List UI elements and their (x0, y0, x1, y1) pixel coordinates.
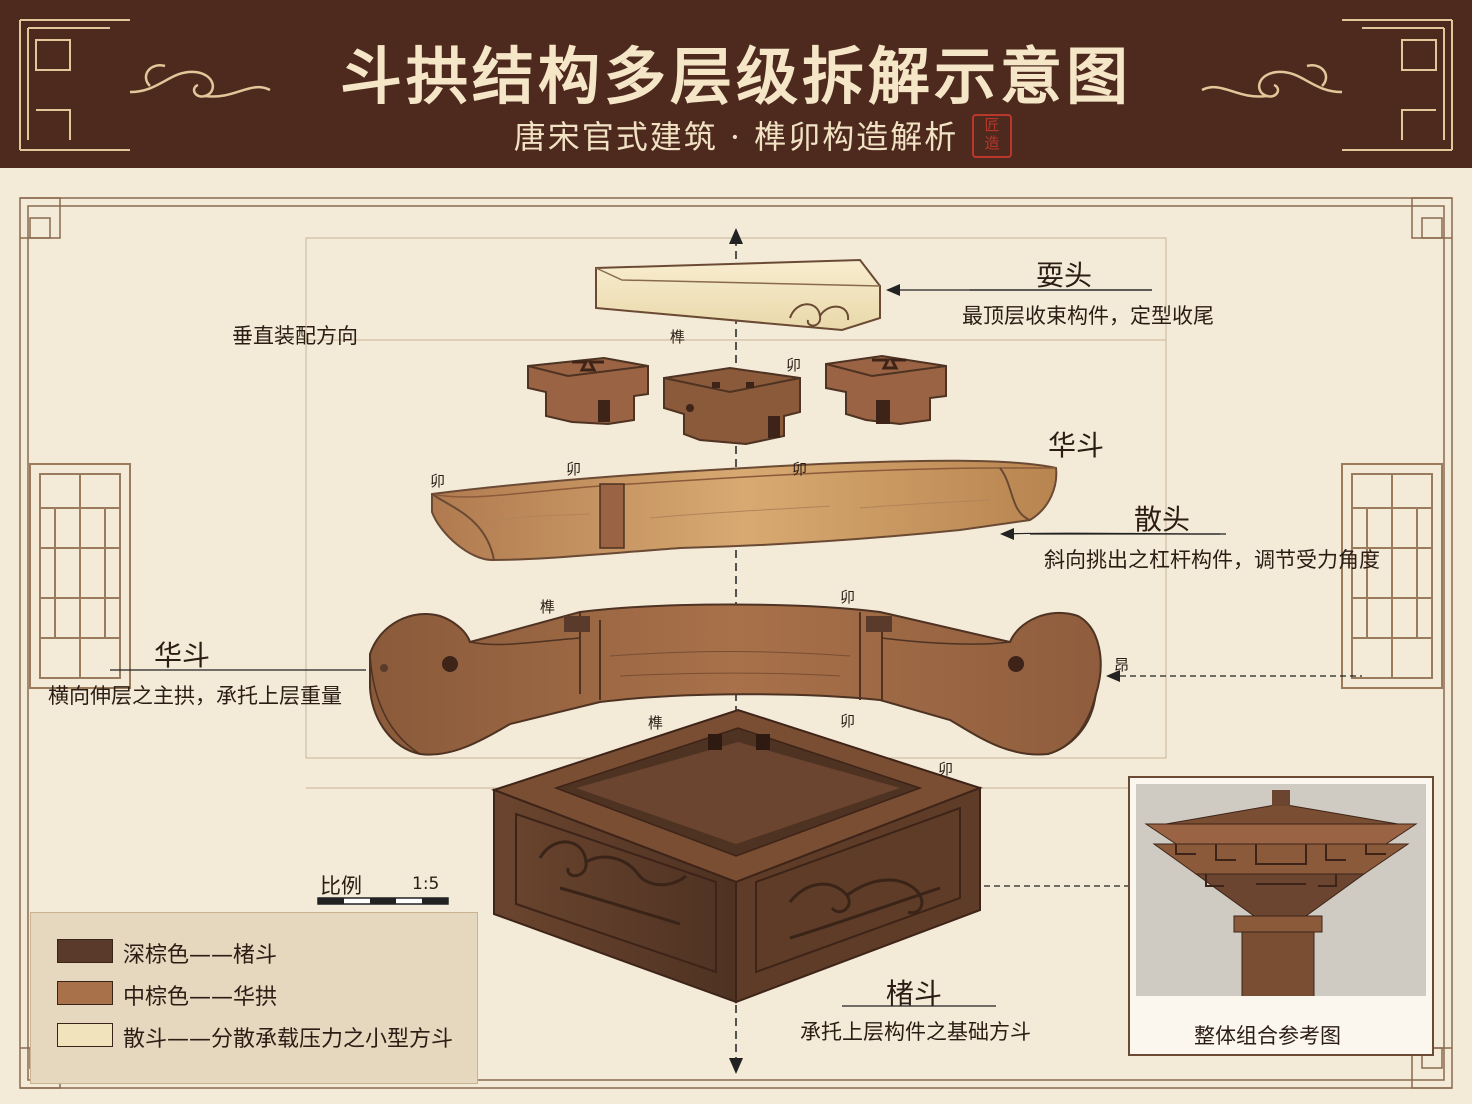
shuatou-piece (595, 258, 881, 332)
lattice-right (1341, 463, 1443, 689)
scale-bar (317, 897, 449, 905)
reference-caption: 整体组合参考图 (1194, 1024, 1341, 1048)
small-dou-blocks (527, 354, 947, 446)
scale-label: 比例 (320, 874, 362, 898)
huadou-left-desc: 横向伸层之主拱，承托上层重量 (48, 684, 342, 708)
sun-mark: 榫 (540, 598, 556, 616)
ang-mark: 昂 (1114, 656, 1130, 674)
page-subtitle: 唐宋官式建筑 · 榫卯构造解析 (513, 118, 959, 156)
santou-title: 散头 (1134, 503, 1191, 536)
cloud-left-icon (129, 64, 271, 98)
sun-mark: 榫 (648, 714, 664, 732)
santou-desc: 斜向挑出之杠杆构件，调节受力角度 (1044, 548, 1380, 572)
huadou-right-title: 华斗 (1048, 429, 1105, 462)
legend-swatch (57, 1023, 113, 1047)
legend-label: 深棕色——楮斗 (123, 943, 278, 968)
zhudou-desc: 承托上层构件之基础方斗 (800, 1020, 1031, 1044)
legend-swatch (57, 981, 113, 1005)
shuatou-desc: 最顶层收束构件，定型收尾 (962, 304, 1214, 328)
mao-mark: 卯 (792, 460, 808, 478)
legend-label: 散斗——分散承载压力之小型方斗 (123, 1027, 454, 1052)
legend-swatch (57, 939, 113, 963)
mao-mark: 卯 (566, 460, 582, 478)
reference-panel: 整体组合参考图 (1128, 776, 1434, 1056)
lattice-left (29, 463, 131, 689)
legend: 深棕色——楮斗 中棕色——华拱 散斗——分散承载压力之小型方斗 (30, 912, 478, 1084)
zhudou-base (491, 708, 983, 1004)
scale-ratio: 1:5 (412, 874, 440, 894)
huadou-arm (369, 603, 1102, 756)
header-ornaments (19, 19, 1453, 151)
mao-mark: 卯 (840, 712, 856, 730)
shuatou-title: 耍头 (1036, 259, 1093, 292)
santou-arm (431, 459, 1058, 562)
mao-mark: 卯 (786, 356, 802, 374)
mao-mark: 卯 (840, 588, 856, 606)
seal-stamp: 匠造 (972, 114, 1012, 158)
mao-mark: 卯 (938, 760, 954, 778)
mao-mark: 卯 (430, 472, 446, 490)
sun-mark: 榫 (670, 328, 686, 346)
zhudou-title: 楮斗 (886, 977, 943, 1010)
legend-label: 中棕色——华拱 (123, 985, 278, 1010)
header-banner: 斗拱结构多层级拆解示意图 唐宋官式建筑 · 榫卯构造解析 匠造 (0, 0, 1472, 168)
reference-image (1136, 784, 1426, 996)
outer-frame (19, 197, 1453, 1089)
page-title: 斗拱结构多层级拆解示意图 (339, 40, 1132, 113)
diagram-drawing (19, 197, 1453, 1089)
cloud-right-icon (1201, 64, 1343, 98)
huadou-left-title: 华斗 (154, 639, 211, 672)
diagram-canvas: 垂直装配方向 耍头 最顶层收束构件，定型收尾 华斗 散头 斜向挑出之杠杆构件，调… (0, 168, 1472, 1104)
axis-label: 垂直装配方向 (232, 324, 358, 348)
